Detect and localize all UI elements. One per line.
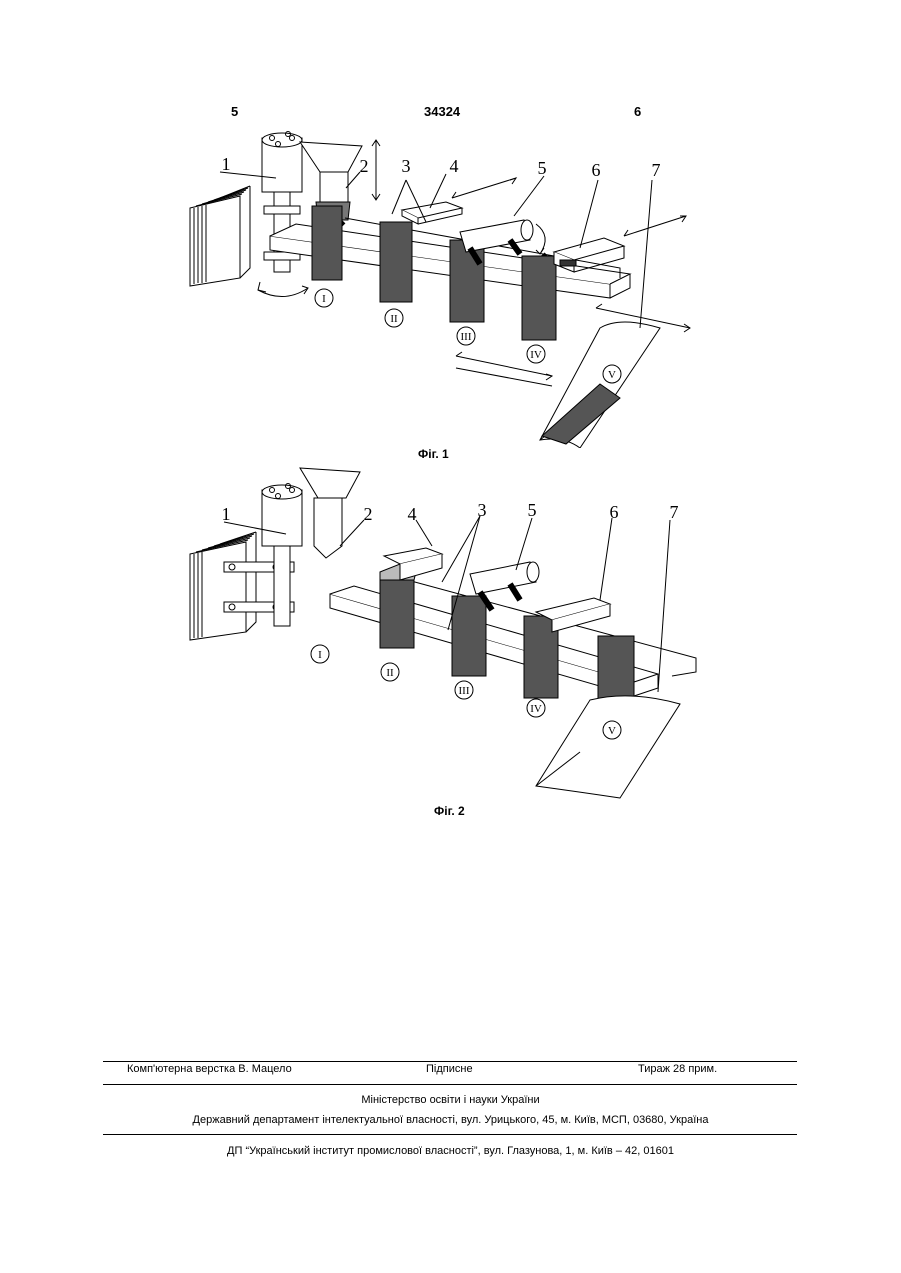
fig2-stage-1: I: [318, 649, 322, 661]
fig1-stage-5: V: [608, 369, 616, 381]
fig2-label-3: 3: [478, 500, 487, 520]
footer-rule-bottom: [103, 1134, 797, 1135]
fig1-label-4: 4: [450, 156, 459, 176]
fig1-label-3: 3: [402, 156, 411, 176]
fig1-stage-4: IV: [530, 349, 542, 361]
plate-stack: [190, 186, 250, 286]
fig1-stage-3: III: [461, 331, 472, 343]
footer-rule-middle: [103, 1084, 797, 1085]
patent-number: 34324: [424, 104, 460, 119]
hopper: [300, 468, 360, 558]
figure-1-drawing: 1 2 3 4 5 6 7 I II III IV V: [180, 128, 720, 448]
fig2-label-5: 5: [528, 500, 537, 520]
fig2-stage-4: IV: [530, 703, 542, 715]
conveyor-belt: [536, 696, 680, 798]
fig1-label-2: 2: [360, 156, 369, 176]
fig2-stage-5: V: [608, 725, 616, 737]
footer-department: Державний департамент інтелектуальної вл…: [0, 1114, 901, 1126]
fig2-label-4: 4: [408, 504, 417, 524]
cutter-6: [554, 216, 686, 272]
fig2-label-6: 6: [610, 502, 619, 522]
fig1-label-7: 7: [652, 160, 661, 180]
block-4: [402, 178, 516, 224]
footer-institute: ДП “Український інститут промислової вла…: [0, 1145, 901, 1157]
page-number-right: 6: [634, 104, 641, 119]
footer-rule-top: [103, 1061, 797, 1062]
fig1-label-5: 5: [538, 158, 547, 178]
page-number-left: 5: [231, 104, 238, 119]
fig2-label-2: 2: [364, 504, 373, 524]
fig2-stage-2: II: [386, 667, 394, 679]
fig2-label-7: 7: [670, 502, 679, 522]
figure-2-drawing: 1 2 4 3 5 6 7 I II III IV V: [180, 462, 720, 802]
fig1-label-6: 6: [592, 160, 601, 180]
fig1-stage-2: II: [390, 313, 398, 325]
fig1-stage-1: I: [322, 293, 326, 305]
footer-signed: Підписне: [426, 1063, 473, 1075]
fig2-label-1: 1: [222, 504, 231, 524]
fig2-stage-3: III: [459, 685, 470, 697]
footer-ministry: Міністерство освіти і науки України: [0, 1094, 901, 1106]
fig1-label-1: 1: [222, 154, 231, 174]
footer-print-run: Тираж 28 прим.: [638, 1063, 717, 1075]
figure-1-caption: Фіг. 1: [418, 447, 449, 461]
figure-2-caption: Фіг. 2: [434, 804, 465, 818]
footer-typesetting: Комп'ютерна верстка В. Мацело: [127, 1063, 292, 1075]
